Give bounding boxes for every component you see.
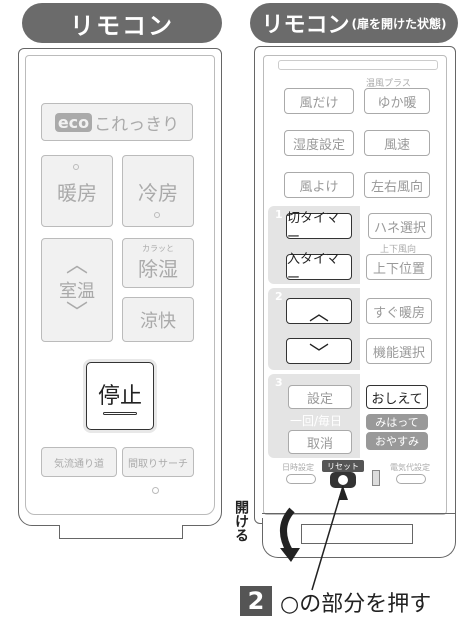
remote-open-slot xyxy=(278,60,438,70)
reset-label: リセット xyxy=(327,461,359,471)
cancel-label: 取消 xyxy=(306,436,333,452)
func-select-button[interactable]: 機能選択 xyxy=(366,338,432,364)
open-arrowhead-icon xyxy=(280,548,300,562)
step-number-text: 2 xyxy=(247,587,265,615)
stop-label: 停止 xyxy=(97,383,142,409)
watch-label: みはって xyxy=(375,416,419,429)
setting-label: 設定 xyxy=(306,391,333,407)
fan-speed-button[interactable]: 風速 xyxy=(364,130,430,156)
remote-open-panel xyxy=(263,55,447,515)
floor-warm-button[interactable]: ゆか暖 xyxy=(364,88,430,114)
temp-label: 室温 xyxy=(59,281,95,302)
ud-position-button[interactable]: 上下位置 xyxy=(366,254,432,280)
teach-button[interactable]: おしえて xyxy=(366,385,428,409)
down-icon: ﹀ xyxy=(309,340,329,365)
cooling-button[interactable]: 冷房 xyxy=(122,155,194,227)
step-number: 2 xyxy=(240,586,272,616)
lr-direction-label: 左右風向 xyxy=(370,179,423,195)
stop-bar xyxy=(103,411,137,415)
eco-text: これっきり xyxy=(94,114,180,135)
quick-heat-button[interactable]: すぐ暖房 xyxy=(366,298,432,324)
ud-wind-label: 上下風向 xyxy=(380,245,417,255)
hinge-line xyxy=(262,513,456,519)
up-icon: ︿ xyxy=(309,300,329,325)
group-1-number: 1 xyxy=(275,208,283,221)
reset-button[interactable] xyxy=(337,474,349,486)
indicator-light xyxy=(152,487,159,494)
power-cost-label: 電気代設定 xyxy=(390,463,430,472)
header-remote-text: リモコン xyxy=(70,11,174,40)
heating-label: 暖房 xyxy=(57,180,97,205)
airflow-label: 気流通り道 xyxy=(54,458,104,470)
fan-only-button[interactable]: 風だけ xyxy=(284,88,354,114)
room-search-label: 間取りサーチ xyxy=(128,458,188,470)
heating-button[interactable]: 暖房 xyxy=(41,155,113,227)
humidity-label: 湿度設定 xyxy=(292,137,345,153)
fan-speed-label: 風速 xyxy=(383,137,410,153)
open-label: 開ける xyxy=(233,500,249,542)
room-search-button[interactable]: 間取りサーチ xyxy=(122,447,194,477)
teach-label: おしえて xyxy=(371,391,423,407)
cool-comfort-label: 涼快 xyxy=(140,310,176,332)
cancel-button[interactable]: 取消 xyxy=(288,430,352,454)
wind-avoid-button[interactable]: 風よけ xyxy=(284,172,354,198)
dehumid-label: 除湿 xyxy=(138,256,178,281)
dehumid-small-label: カラッと xyxy=(142,243,174,253)
step-caption: ○の部分を押す xyxy=(280,592,432,617)
down-button[interactable]: ﹀ xyxy=(286,338,352,365)
cooling-indicator xyxy=(154,212,160,218)
remote-closed-panel xyxy=(25,55,215,515)
hane-select-button[interactable]: ハネ選択 xyxy=(368,213,432,239)
quick-heat-label: すぐ暖房 xyxy=(372,305,425,321)
warm-plus-label: 温風プラス xyxy=(366,79,411,89)
humidity-button[interactable]: 湿度設定 xyxy=(284,130,354,156)
header-remote-open-text: リモコン xyxy=(261,13,350,38)
on-timer-label: 入タイマー xyxy=(287,252,340,286)
door-hinge-cut xyxy=(301,524,413,544)
group-2-number: 2 xyxy=(275,290,283,303)
date-set-button[interactable] xyxy=(286,474,316,484)
airflow-button[interactable]: 気流通り道 xyxy=(41,447,117,477)
remote-closed-tab xyxy=(59,525,183,539)
power-cost-button[interactable] xyxy=(396,474,426,484)
cooling-label: 冷房 xyxy=(138,180,178,205)
wind-avoid-label: 風よけ xyxy=(299,179,339,195)
open-arrow-icon xyxy=(280,507,295,554)
sleep-button[interactable]: おやすみ xyxy=(366,432,428,450)
reset-label-box: リセット xyxy=(322,460,364,472)
sleep-label: おやすみ xyxy=(375,435,419,448)
lr-direction-button[interactable]: 左右風向 xyxy=(364,172,430,198)
pointer-line xyxy=(311,485,344,591)
up-button[interactable]: ︿ xyxy=(286,298,352,325)
temp-button[interactable]: ︿ 室温 ﹀ xyxy=(41,238,113,342)
indicator-slot xyxy=(372,470,380,486)
func-select-label: 機能選択 xyxy=(372,345,425,361)
temp-up-icon[interactable]: ︿ xyxy=(65,253,88,278)
header-remote-open: リモコン(扉を開けた状態) xyxy=(250,3,458,43)
on-timer-button[interactable]: 入タイマー xyxy=(286,252,352,286)
once-daily-label: 一回/毎日 xyxy=(290,414,343,428)
temp-down-icon[interactable]: ﹀ xyxy=(65,301,88,326)
setting-button[interactable]: 設定 xyxy=(288,385,352,409)
floor-warm-label: ゆか暖 xyxy=(377,95,417,111)
watch-button[interactable]: みはって xyxy=(366,414,428,430)
group-3-number: 3 xyxy=(275,376,283,389)
off-timer-label: 切タイマー xyxy=(287,211,340,245)
header-remote-open-sub: (扉を開けた状態) xyxy=(351,16,447,31)
ud-position-label: 上下位置 xyxy=(372,261,425,277)
pointer-arrowhead-icon xyxy=(338,486,348,500)
off-timer-button[interactable]: 切タイマー xyxy=(286,211,352,245)
fan-only-label: 風だけ xyxy=(299,95,339,111)
eco-badge: eco xyxy=(54,112,93,132)
cool-comfort-button[interactable]: 涼快 xyxy=(122,297,194,342)
header-remote: リモコン xyxy=(22,3,222,43)
stop-button[interactable]: 停止 xyxy=(86,362,154,430)
dehumid-button[interactable]: カラッと除湿 xyxy=(122,238,194,288)
date-set-label: 日時設定 xyxy=(282,463,314,472)
hane-select-label: ハネ選択 xyxy=(373,220,426,236)
heating-indicator xyxy=(73,164,79,170)
